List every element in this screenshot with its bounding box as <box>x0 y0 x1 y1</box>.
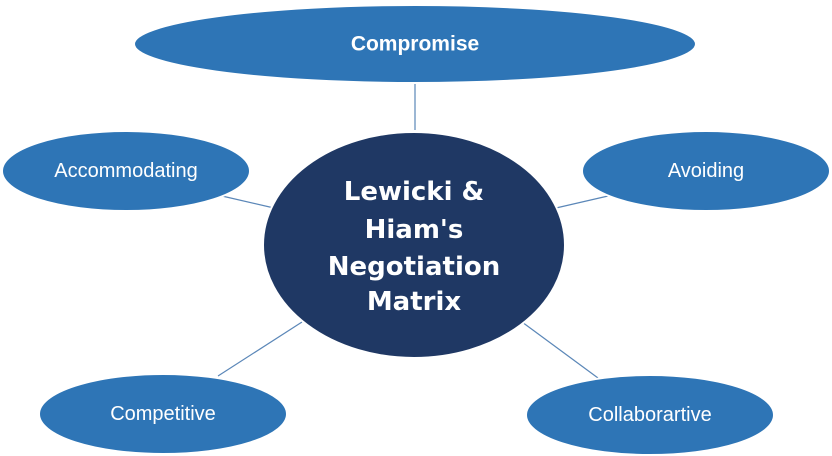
center-title-line-4: Matrix <box>367 287 462 317</box>
node-accommodating: Accommodating <box>1 130 251 212</box>
node-collaborartive: Collaborartive <box>525 374 775 456</box>
node-avoiding: Avoiding <box>581 130 831 212</box>
node-compromise-label: Compromise <box>351 33 479 56</box>
center-title-line-3: Negotiation <box>328 252 500 282</box>
node-competitive: Competitive <box>38 373 288 455</box>
connector-avoiding <box>555 195 609 209</box>
center-title-line-1: Lewicki & <box>344 177 484 207</box>
center-node: Lewicki & Hiam's Negotiation Matrix <box>262 131 566 359</box>
node-avoiding-label: Avoiding <box>668 160 744 182</box>
center-node-shape <box>262 131 566 359</box>
node-avoiding-shape <box>581 130 831 212</box>
node-collaborartive-label: Collaborartive <box>588 404 711 426</box>
center-title-line-2: Hiam's <box>365 215 464 245</box>
node-accommodating-label: Accommodating <box>54 160 197 182</box>
connector-collaborartive <box>521 321 599 379</box>
node-collaborartive-shape <box>525 374 775 456</box>
node-compromise-shape <box>133 4 697 84</box>
node-competitive-label: Competitive <box>110 403 216 425</box>
node-competitive-shape <box>38 373 288 455</box>
node-accommodating-shape <box>1 130 251 212</box>
connector-accommodating <box>221 195 275 209</box>
connector-competitive <box>217 321 303 377</box>
node-compromise: Compromise <box>133 4 697 84</box>
